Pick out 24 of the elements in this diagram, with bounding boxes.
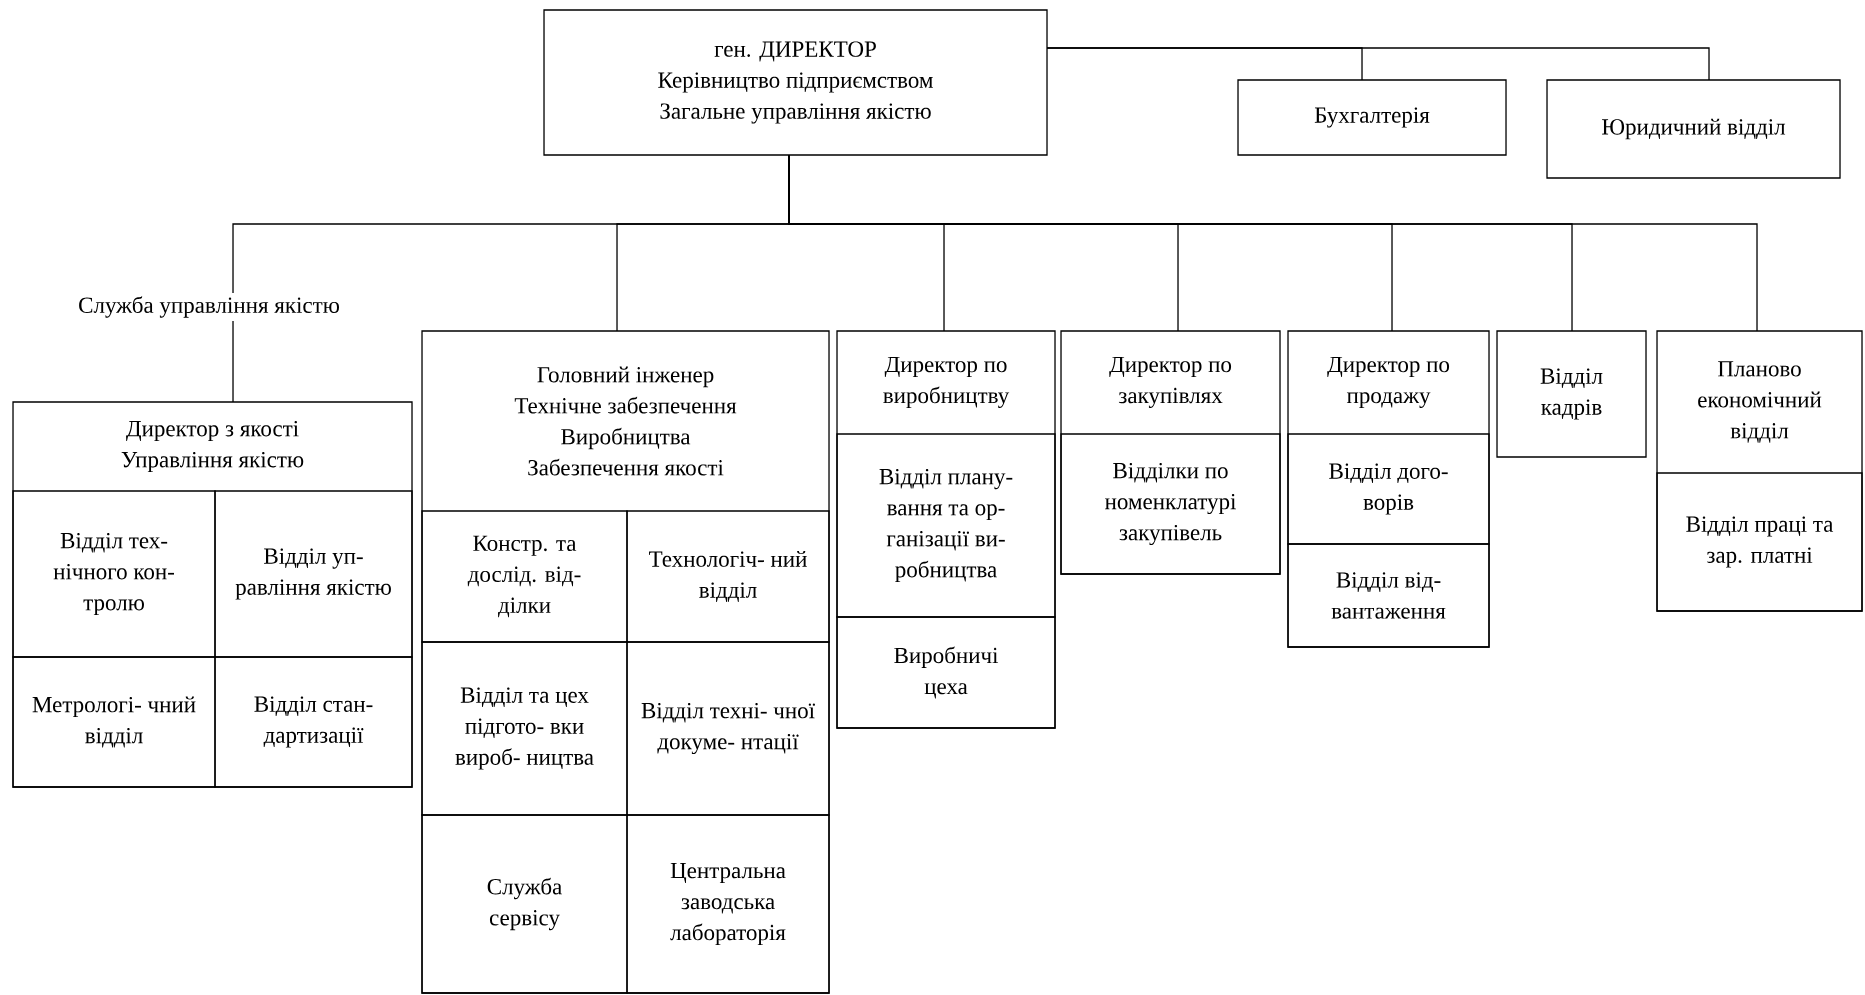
department-cell: Відділ від- вантаження [1287, 543, 1490, 648]
org-box: Бухгалтерія [1237, 79, 1507, 156]
department-cell: Метрологі- чний відділ [12, 656, 216, 788]
connector-line [232, 320, 234, 403]
org-box: Юридичний відділ [1546, 79, 1841, 179]
org-box: Відділ кадрів [1496, 330, 1647, 458]
department-cell: Відділ уп- равління якістю [214, 490, 413, 658]
department-cell: Відділ праці та зар. платні [1656, 472, 1863, 612]
department-cell: Відділки по номенклатурі закупівель [1060, 433, 1281, 575]
unit-label: Служба управління якістю [79, 296, 339, 318]
department-cell: Відділ техні- чної докуме- нтації [626, 641, 830, 816]
department-cell: Відділ та цех підгото- вки вироб- ництва [421, 641, 628, 816]
department-cell: Відділ плану- вання та ор- ганізації ви- робництва [836, 433, 1056, 618]
department-cell: Центральна заводська лабораторія [626, 814, 830, 994]
org-box: ген. ДИРЕКТОР Керівництво підприємством Загальне управління якістю [543, 9, 1048, 156]
connector-line [1046, 47, 1710, 81]
department-cell: Відділ стан- дартизації [214, 656, 413, 788]
department-cell: Технологіч- ний відділ [626, 510, 830, 643]
department-cell: Відділ тех- нічного кон- тролю [12, 490, 216, 658]
connector-line [788, 154, 1758, 332]
department-cell: Відділ дого- ворів [1287, 433, 1490, 545]
department-cell: Виробничі цеха [836, 616, 1056, 729]
department-cell: Служба сервісу [421, 814, 628, 994]
department-cell: Констр. та дослід. від- ділки [421, 510, 628, 643]
